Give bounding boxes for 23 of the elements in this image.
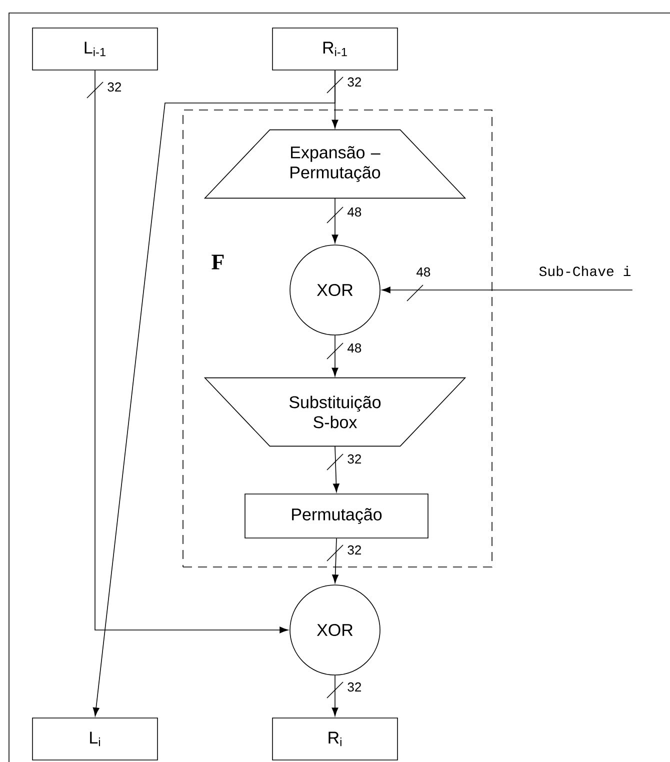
arrow <box>332 198 338 244</box>
edge-label: 32 <box>348 545 361 555</box>
arrow <box>332 538 339 584</box>
arrow <box>332 446 340 492</box>
edge-label: 32 <box>348 454 361 464</box>
edge-label: 32 <box>348 682 361 692</box>
process-box: L$_{i-1}$ <box>32 28 158 70</box>
edge-label: 48 <box>348 207 362 217</box>
arrow <box>382 286 633 294</box>
input-label: Sub-Chave i <box>539 266 630 276</box>
function-label: F <box>212 254 224 270</box>
process-box: R$_{i}$ <box>272 718 398 760</box>
arrow <box>332 675 338 716</box>
edge-label: 48 <box>348 343 362 353</box>
process-box: R$_{i-1}$ <box>272 28 398 70</box>
edge-label: 32 <box>108 82 121 92</box>
edge-label: 32 <box>348 77 361 87</box>
arrow <box>92 70 336 716</box>
edge-label: 48 <box>416 267 430 277</box>
process-box: Permutação <box>244 494 428 538</box>
process-box: L$_{i}$ <box>32 718 158 760</box>
arrow <box>332 335 338 376</box>
arrow <box>94 70 288 634</box>
